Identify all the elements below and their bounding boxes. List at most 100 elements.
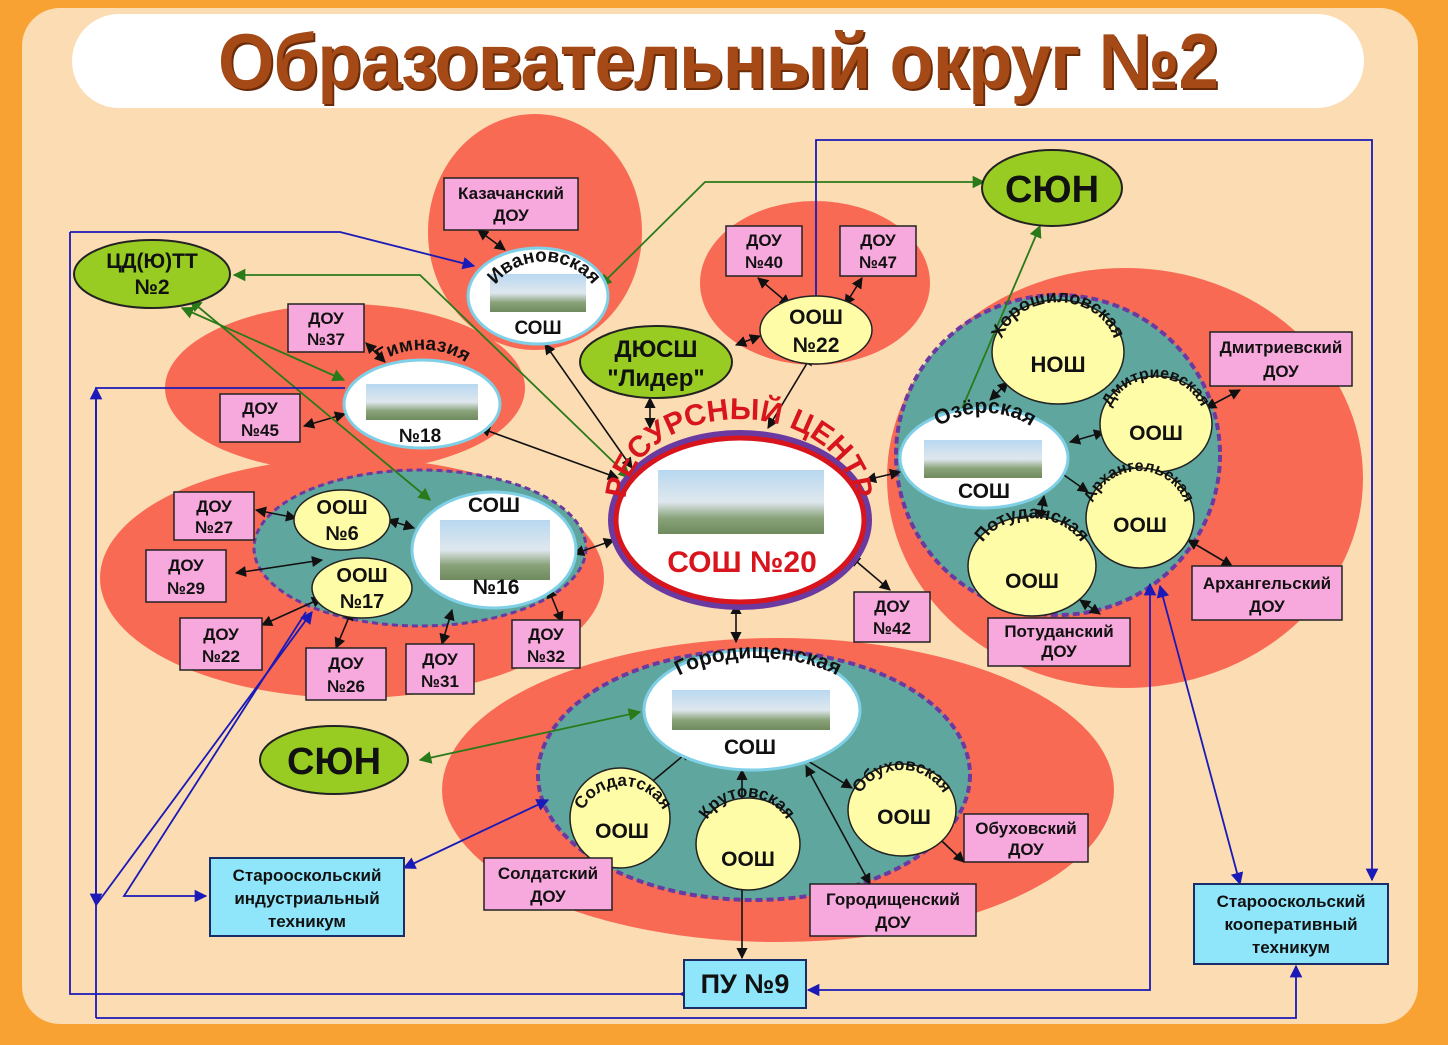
dou40-line2: №40 (745, 253, 783, 272)
dou42-line2: №42 (873, 619, 911, 638)
oosh-soldatskaya[interactable]: Солдатская ООШ (569, 767, 676, 869)
green-connectors (180, 175, 1042, 764)
oosh-6[interactable]: ООШ №6 (293, 489, 391, 551)
dou-dmitrievsky-line1: Дмитриевский (1220, 338, 1343, 357)
dou29-line2: №29 (167, 579, 205, 598)
college-cooperative-line2: кооперативный (1224, 915, 1357, 934)
college-pu9[interactable]: ПУ №9 (683, 959, 807, 1009)
soldatskaya-oosh-label: ООШ (595, 820, 649, 843)
dou40-line1: ДОУ (746, 231, 782, 250)
dou-40[interactable]: ДОУ №40 (725, 225, 803, 277)
arkhangelskaya-oosh-label: ООШ (1113, 514, 1167, 537)
college-industrial-line1: Старооскольский (233, 866, 382, 885)
dou45-line1: ДОУ (242, 399, 278, 418)
node-dyussh[interactable]: ДЮСШ "Лидер" (579, 325, 733, 399)
dou-22[interactable]: ДОУ №22 (179, 617, 263, 671)
dou31-line2: №31 (421, 672, 459, 691)
dou-42[interactable]: ДОУ №42 (853, 591, 931, 643)
dou-kazachansky[interactable]: Казачанский ДОУ (443, 177, 579, 231)
dou-potudansky[interactable]: Потуданский ДОУ (987, 617, 1131, 667)
dou-soldatsky-line1: Солдатский (498, 864, 598, 883)
school-gorodishchenskaya[interactable]: Городищенская СОШ (642, 640, 862, 772)
oosh-potudanskaya[interactable]: Потуданская ООШ (967, 502, 1097, 617)
node-syun-bottom[interactable]: СЮН (259, 725, 409, 795)
dou-arkhangelsky-line1: Архангельский (1203, 574, 1331, 593)
gorodishchenskaya-sosh-label: СОШ (724, 736, 776, 759)
oosh-krutovskaya[interactable]: Крутовская ООШ (695, 782, 801, 891)
dou-kazachansky-line1: Казачанский (458, 184, 564, 203)
dou47-line2: №47 (859, 253, 897, 272)
resource-center[interactable]: РЕСУРСНЫЙ ЦЕНТР СОШ №20 (600, 393, 879, 610)
school-ozerskaya[interactable]: Озёрская СОШ (898, 395, 1070, 510)
dou31-line1: ДОУ (422, 650, 458, 669)
center-label: СОШ №20 (667, 546, 817, 579)
dou-37[interactable]: ДОУ №37 (287, 303, 365, 353)
dou-26[interactable]: ДОУ №26 (305, 647, 387, 701)
dou45-line2: №45 (241, 421, 279, 440)
ivanovskaya-photo (490, 274, 586, 312)
node-cdutt-line1: ЦД(Ю)ТТ (106, 250, 198, 273)
krutovskaya-oosh-label: ООШ (721, 848, 775, 871)
dou-dmitrievsky[interactable]: Дмитриевский ДОУ (1209, 331, 1353, 387)
gimnaziya-photo (366, 384, 478, 420)
college-industrial-line3: техникум (268, 912, 346, 931)
dou-32[interactable]: ДОУ №32 (511, 619, 581, 669)
node-cdutt[interactable]: ЦД(Ю)ТТ №2 (73, 239, 231, 309)
dou32-line1: ДОУ (528, 625, 564, 644)
college-industrial-line2: индустриальный (234, 889, 379, 908)
node-cdutt-line2: №2 (134, 276, 169, 299)
school-ivanovskaya[interactable]: Ивановская СОШ (466, 245, 610, 346)
dou-29[interactable]: ДОУ №29 (145, 549, 227, 603)
blue-connectors (69, 139, 1379, 1019)
college-pu9-label: ПУ №9 (701, 969, 790, 999)
dou-soldatsky[interactable]: Солдатский ДОУ (483, 857, 613, 911)
dou-kazachansky-line2: ДОУ (493, 206, 529, 225)
connector-lines (69, 139, 1379, 1019)
node-syun-top[interactable]: СЮН (981, 149, 1123, 227)
oosh-dmitrievskaya[interactable]: Дмитриевская ООШ (1099, 365, 1213, 473)
sosh16-num-label: №16 (473, 576, 520, 599)
school-sosh16[interactable]: СОШ №16 (410, 490, 578, 610)
oosh17-num: №17 (340, 591, 385, 613)
dou26-line2: №26 (327, 677, 365, 696)
dou-gorodishchensky[interactable]: Городищенский ДОУ (809, 883, 977, 937)
dou-arkhangelsky[interactable]: Архангельский ДОУ (1191, 565, 1343, 621)
obukhovskaya-oosh-label: ООШ (877, 806, 931, 829)
school-gimnaziya[interactable]: Гимназия №18 (342, 334, 502, 450)
oosh-obukhovskaya[interactable]: Обуховская ООШ (847, 755, 957, 857)
oosh-22[interactable]: ООШ №22 (759, 295, 873, 365)
khoroshilovskaya-nosh-label: НОШ (1030, 352, 1085, 377)
dou29-line1: ДОУ (168, 556, 204, 575)
dou-obukhovsky-line2: ДОУ (1008, 840, 1044, 859)
dou-obukhovsky[interactable]: Обуховский ДОУ (963, 813, 1089, 863)
ivanovskaya-sosh-label: СОШ (514, 318, 561, 339)
sosh16-photo (440, 520, 550, 580)
dou-arkhangelsky-line2: ДОУ (1249, 597, 1285, 616)
college-cooperative[interactable]: Старооскольский кооперативный техникум (1193, 883, 1389, 965)
page-title: Образовательный округ №2 (218, 16, 1219, 105)
node-dyussh-line2: "Лидер" (607, 365, 705, 392)
dou-45[interactable]: ДОУ №45 (219, 393, 301, 443)
dou27-line2: №27 (195, 518, 233, 537)
dou-27[interactable]: ДОУ №27 (173, 491, 255, 541)
dou-soldatsky-line2: ДОУ (530, 887, 566, 906)
college-industrial[interactable]: Старооскольский индустриальный техникум (209, 857, 405, 937)
dou22-line2: №22 (202, 647, 240, 666)
oosh22-label: ООШ (789, 306, 843, 329)
college-cooperative-line3: техникум (1252, 938, 1330, 957)
dou-31[interactable]: ДОУ №31 (405, 643, 475, 695)
dou-gorodishchensky-line1: Городищенский (826, 890, 960, 909)
node-dyussh-line1: ДЮСШ (615, 336, 698, 363)
potudanskaya-oosh-label: ООШ (1005, 570, 1059, 593)
oosh22-num: №22 (793, 334, 840, 357)
oosh17-label: ООШ (336, 565, 387, 587)
dou-obukhovsky-line1: Обуховский (975, 819, 1076, 838)
dou-47[interactable]: ДОУ №47 (839, 225, 917, 277)
center-photo (658, 470, 824, 534)
dou37-line1: ДОУ (308, 309, 344, 328)
oosh-17[interactable]: ООШ №17 (311, 557, 413, 619)
dou22-line1: ДОУ (203, 625, 239, 644)
dou-gorodishchensky-line2: ДОУ (875, 913, 911, 932)
dou42-line1: ДОУ (874, 597, 910, 616)
